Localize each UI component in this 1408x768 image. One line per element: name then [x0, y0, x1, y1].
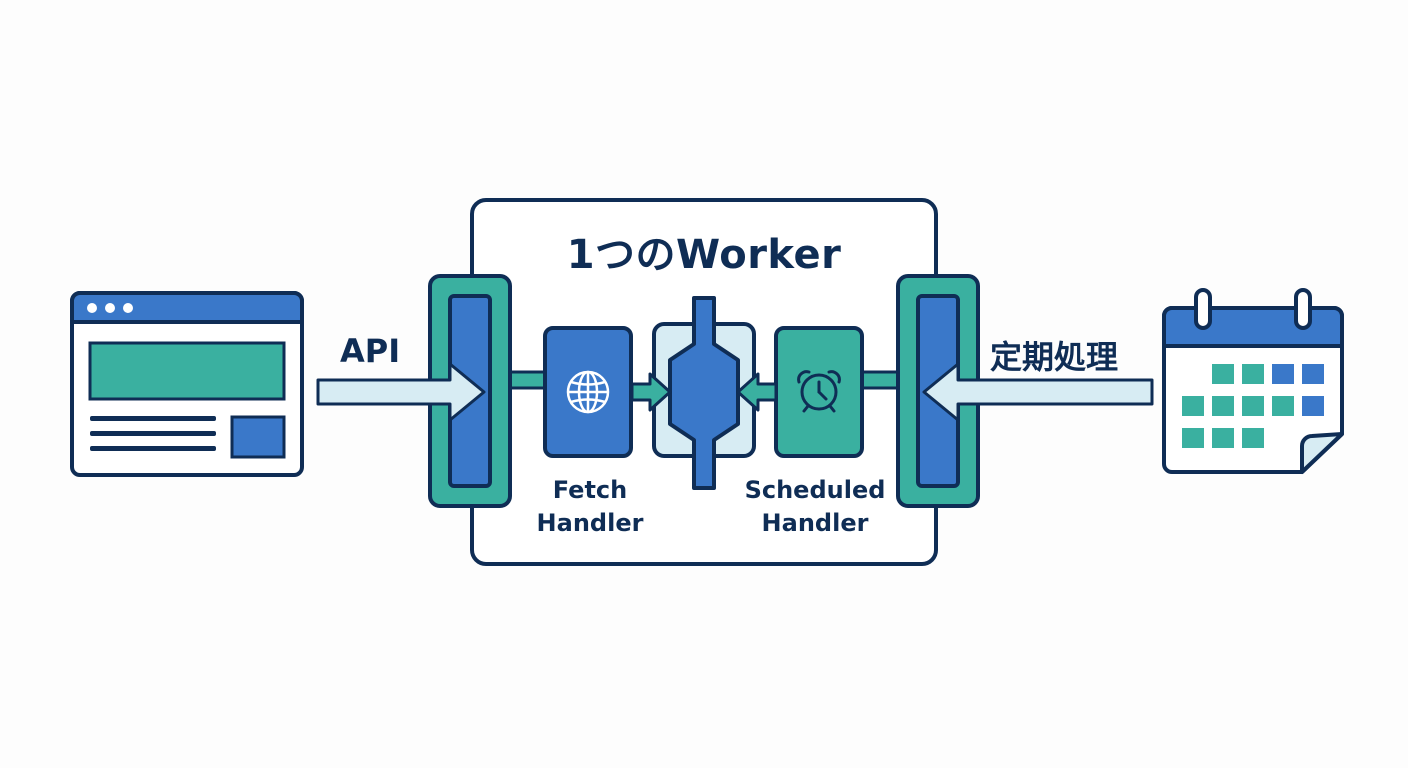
api-arrow	[316, 362, 486, 422]
fetch-handler-label-line1: Fetch	[552, 476, 628, 504]
fetch-handler-label: Fetch Handler	[505, 474, 675, 540]
browser-window-icon	[70, 291, 304, 477]
calendar-icon	[1162, 288, 1344, 474]
scheduled-handler-label-line1: Scheduled	[744, 476, 886, 504]
api-label: API	[340, 332, 401, 370]
scheduled-handler-label-line2: Handler	[761, 509, 869, 537]
scheduled-handler-label: Scheduled Handler	[730, 474, 900, 540]
scheduled-arrow	[922, 362, 1154, 422]
alarm-clock-icon	[797, 370, 841, 413]
fetch-handler-label-line2: Handler	[536, 509, 644, 537]
fetch-to-router-arrow	[630, 372, 672, 412]
globe-icon	[566, 370, 610, 414]
fetch-handler-box	[543, 326, 633, 458]
scheduled-to-router-arrow	[736, 372, 778, 412]
connector-right	[856, 370, 904, 390]
scheduled-handler-box	[774, 326, 864, 458]
worker-title: 1つのWorker	[566, 232, 842, 278]
scheduled-label: 定期処理	[990, 338, 1119, 376]
